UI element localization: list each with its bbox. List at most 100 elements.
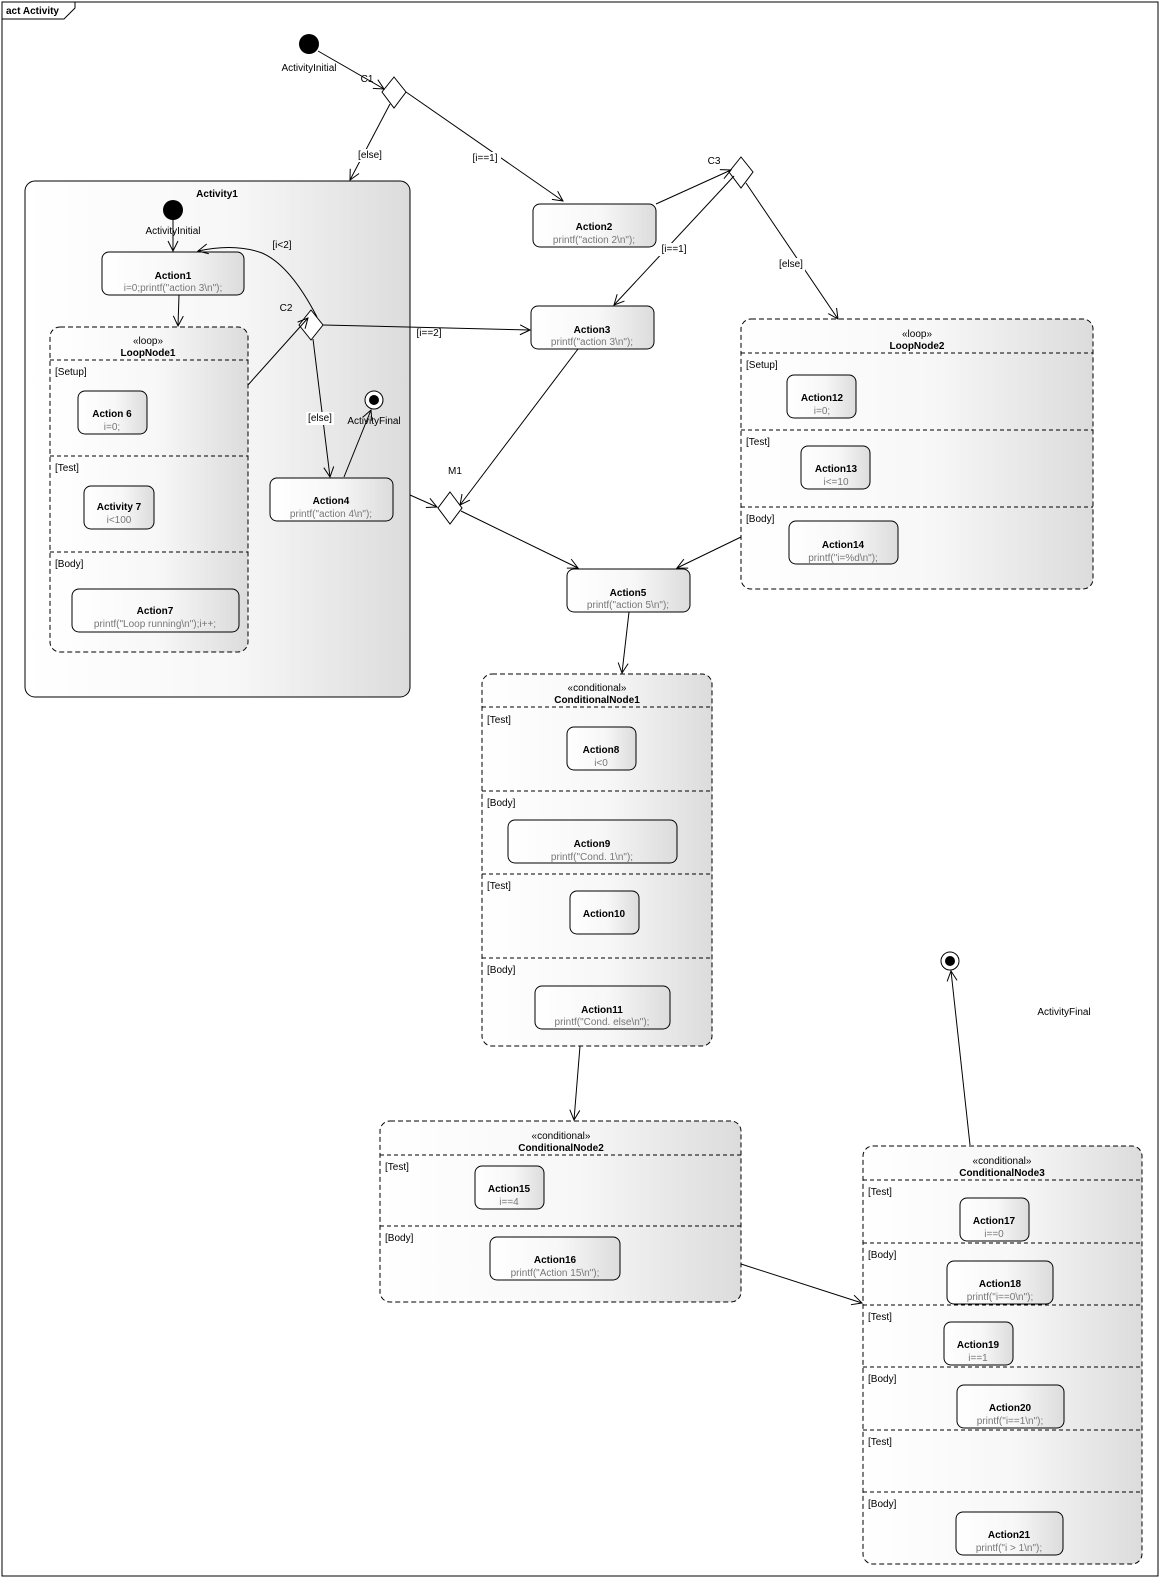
action9-name: Action9 — [574, 839, 611, 850]
cond3-section-body-3: [Body] — [868, 1499, 897, 1510]
action4-name: Action4 — [313, 496, 350, 507]
flow-c3-to-loop2[interactable] — [745, 182, 838, 319]
flow-c3-to-action3[interactable] — [614, 175, 735, 305]
flow-cond2-to-cond3[interactable] — [740, 1263, 862, 1303]
flow-cond1-to-cond2[interactable] — [574, 1045, 581, 1120]
action16-node[interactable]: Action16 printf("Action 15\n"); — [489, 1236, 621, 1281]
final-node-activity1[interactable] — [364, 390, 384, 410]
loop1-section-test: [Test] — [55, 463, 79, 474]
action5-node[interactable]: Action5 printf("action 5\n"); — [566, 568, 691, 613]
cond3-section-test-1: [Test] — [868, 1187, 892, 1198]
loop2-section-test: [Test] — [746, 437, 770, 448]
action12-name: Action12 — [801, 393, 844, 404]
flow-c1-to-activity1[interactable] — [350, 103, 391, 180]
action20-node[interactable]: Action20 printf("i==1\n"); — [956, 1384, 1065, 1429]
action18-node[interactable]: Action18 printf("i==0\n"); — [946, 1260, 1054, 1305]
flow-action5-to-cond1[interactable] — [622, 611, 630, 673]
cond1-section-test-1: [Test] — [487, 715, 511, 726]
guard-i-eq-1-c1: [i==1] — [472, 153, 497, 164]
initial-node-main[interactable] — [299, 34, 319, 54]
action11-name: Action11 — [581, 1005, 623, 1016]
decision-c2-label: C2 — [280, 303, 293, 314]
final-node-main[interactable] — [940, 951, 960, 971]
action6-node[interactable]: Action 6 i=0; — [77, 390, 148, 435]
action3-name: Action3 — [574, 325, 611, 336]
action9-node[interactable]: Action9 printf("Cond. 1\n"); — [507, 819, 678, 864]
cond1-name: ConditionalNode1 — [554, 695, 640, 706]
cond3-stereotype: «conditional» — [973, 1156, 1032, 1167]
cond2-section-body: [Body] — [385, 1233, 414, 1244]
action6-name: Action 6 — [92, 409, 132, 420]
action18-body: printf("i==0\n"); — [967, 1292, 1034, 1303]
action3-node[interactable]: Action3 printf("action 3\n"); — [530, 305, 655, 350]
action19-node[interactable]: Action19 i==1 — [943, 1321, 1014, 1366]
cond2-name: ConditionalNode2 — [518, 1143, 604, 1154]
action12-node[interactable]: Action12 i=0; — [786, 374, 857, 419]
flow-c2-to-action4[interactable] — [312, 338, 330, 477]
action14-node[interactable]: Action14 printf("i=%d\n"); — [788, 520, 899, 565]
action1-body: i=0;printf("action 3\n"); — [124, 283, 223, 294]
action15-name: Action15 — [488, 1184, 531, 1195]
flow-activity1-to-m1[interactable] — [409, 494, 437, 507]
action20-name: Action20 — [989, 1403, 1032, 1414]
flow-loop1-to-c2[interactable] — [247, 318, 308, 386]
cond3-section-test-2: [Test] — [868, 1312, 892, 1323]
guard-labels: [else] [i==1] [i<2] [i==2] [else] [i==1]… — [272, 149, 805, 425]
action5-body: printf("action 5\n"); — [587, 600, 669, 611]
flow-action4-to-final[interactable] — [343, 410, 371, 478]
activity7-name: Activity 7 — [97, 502, 142, 513]
cond1-section-test-2: [Test] — [487, 881, 511, 892]
action14-body: printf("i=%d\n"); — [808, 553, 878, 564]
cond3-section-body-1: [Body] — [868, 1250, 897, 1261]
decision-c3[interactable] — [728, 156, 754, 189]
cond2-stereotype: «conditional» — [532, 1131, 591, 1142]
flow-action3-to-m1[interactable] — [460, 348, 579, 505]
initial-node-activity1[interactable] — [163, 200, 183, 220]
flow-loop2-to-action5[interactable] — [677, 536, 742, 568]
action7-node[interactable]: Action7 printf("Loop running\n");i++; — [71, 588, 240, 633]
action19-name: Action19 — [957, 1340, 1000, 1351]
action1-node[interactable]: Action1 i=0;printf("action 3\n"); — [101, 251, 245, 296]
guard-else-c3: [else] — [779, 259, 803, 270]
action6-body: i=0; — [104, 422, 120, 433]
flow-cond3-to-final[interactable] — [951, 971, 971, 1146]
flow-c2-to-action3[interactable] — [322, 325, 530, 330]
action5-name: Action5 — [610, 588, 647, 599]
action21-name: Action21 — [988, 1530, 1031, 1541]
action18-name: Action18 — [979, 1279, 1022, 1290]
action4-node[interactable]: Action4 printf("action 4\n"); — [269, 477, 394, 522]
loop2-section-setup: [Setup] — [746, 360, 778, 371]
flow-action2-to-c3[interactable] — [655, 170, 731, 205]
flow-c1-to-action2[interactable] — [405, 91, 563, 201]
activity7-node[interactable]: Activity 7 i<100 — [83, 485, 155, 530]
action17-node[interactable]: Action17 i==0 — [959, 1197, 1030, 1242]
action15-body: i==4 — [499, 1197, 519, 1208]
action11-node[interactable]: Action11 printf("Cond. else\n"); — [534, 985, 671, 1030]
flow-c2-to-action1[interactable] — [198, 247, 318, 318]
cond1-section-body-2: [Body] — [487, 965, 516, 976]
merge-m1[interactable] — [437, 491, 463, 525]
action2-node[interactable]: Action2 printf("action 2\n"); — [532, 203, 657, 248]
conditional-node-2[interactable]: «conditional» ConditionalNode2 [Test] [B… — [379, 1120, 742, 1303]
flow-initial-to-c1[interactable] — [317, 50, 384, 89]
action4-body: printf("action 4\n"); — [290, 509, 372, 520]
flow-action1-to-loop1[interactable] — [178, 294, 179, 326]
guard-i-lt-2: [i<2] — [272, 240, 291, 251]
action10-node[interactable]: Action10 — [569, 890, 640, 935]
decision-c1[interactable] — [381, 76, 407, 109]
action21-node[interactable]: Action21 printf("i > 1\n"); — [955, 1511, 1064, 1556]
loop1-stereotype: «loop» — [133, 336, 163, 347]
merge-m1-label: M1 — [448, 466, 462, 477]
frame-title: act Activity — [6, 6, 59, 17]
guard-i-eq-1-c3: [i==1] — [661, 244, 686, 255]
activity7-body: i<100 — [107, 515, 132, 526]
action13-node[interactable]: Action13 i<=10 — [800, 445, 871, 490]
cond3-name: ConditionalNode3 — [959, 1168, 1045, 1179]
action16-body: printf("Action 15\n"); — [511, 1268, 600, 1279]
action15-node[interactable]: Action15 i==4 — [474, 1165, 545, 1210]
action8-node[interactable]: Action8 i<0 — [566, 726, 637, 771]
loop2-section-body: [Body] — [746, 514, 775, 525]
decision-c3-label: C3 — [708, 156, 721, 167]
flow-m1-to-action5[interactable] — [460, 510, 578, 568]
